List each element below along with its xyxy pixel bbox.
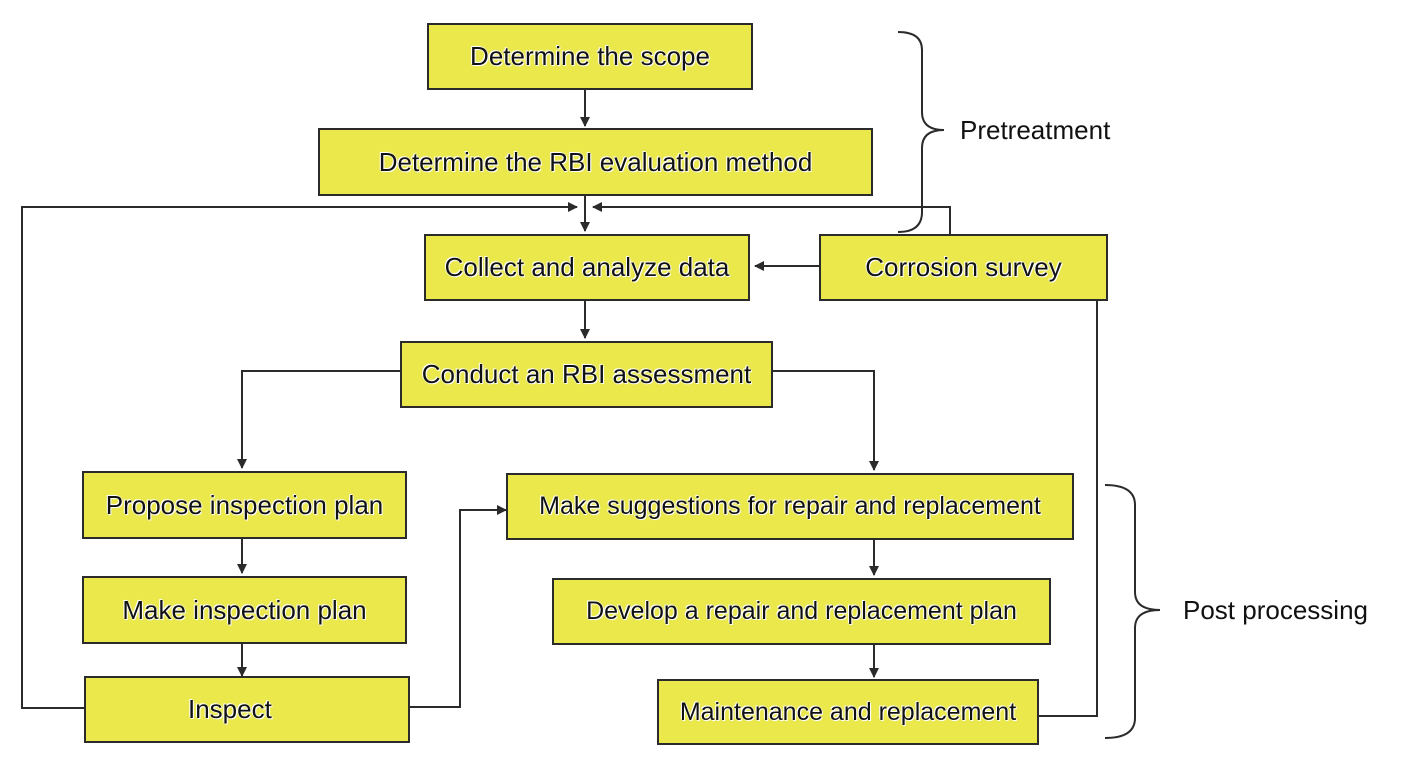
pretreatment-brace <box>897 31 945 233</box>
arrow-inspect-to-suggestions <box>410 505 507 708</box>
box-maintenance-replacement: Maintenance and replacement <box>657 679 1039 745</box>
box-propose-inspection-plan: Propose inspection plan <box>82 471 407 539</box>
box-rbi-assessment: Conduct an RBI assessment <box>400 341 773 408</box>
box-determine-scope: Determine the scope <box>427 23 753 90</box>
arrow-inspect-feedback <box>21 202 578 709</box>
line-maintenance-to-corrosion <box>1039 301 1098 717</box>
arrow-assessment-to-suggestions <box>773 370 879 471</box>
box-make-inspection-plan: Make inspection plan <box>82 576 407 644</box>
box-collect-analyze-data: Collect and analyze data <box>424 234 750 301</box>
box-inspect: Inspect <box>84 676 410 743</box>
arrow-corrosion-feedback <box>592 202 951 234</box>
label-pretreatment: Pretreatment <box>960 115 1111 145</box>
box-determine-method: Determine the RBI evaluation method <box>318 128 873 196</box>
arrow-assessment-to-propose <box>237 370 401 469</box>
box-corrosion-survey: Corrosion survey <box>819 234 1108 301</box>
box-repair-suggestions: Make suggestions for repair and replacem… <box>506 473 1074 540</box>
label-post-processing: Post processing <box>1183 595 1368 625</box>
post-processing-brace <box>1104 484 1161 739</box>
box-develop-repair-plan: Develop a repair and replacement plan <box>552 578 1051 645</box>
